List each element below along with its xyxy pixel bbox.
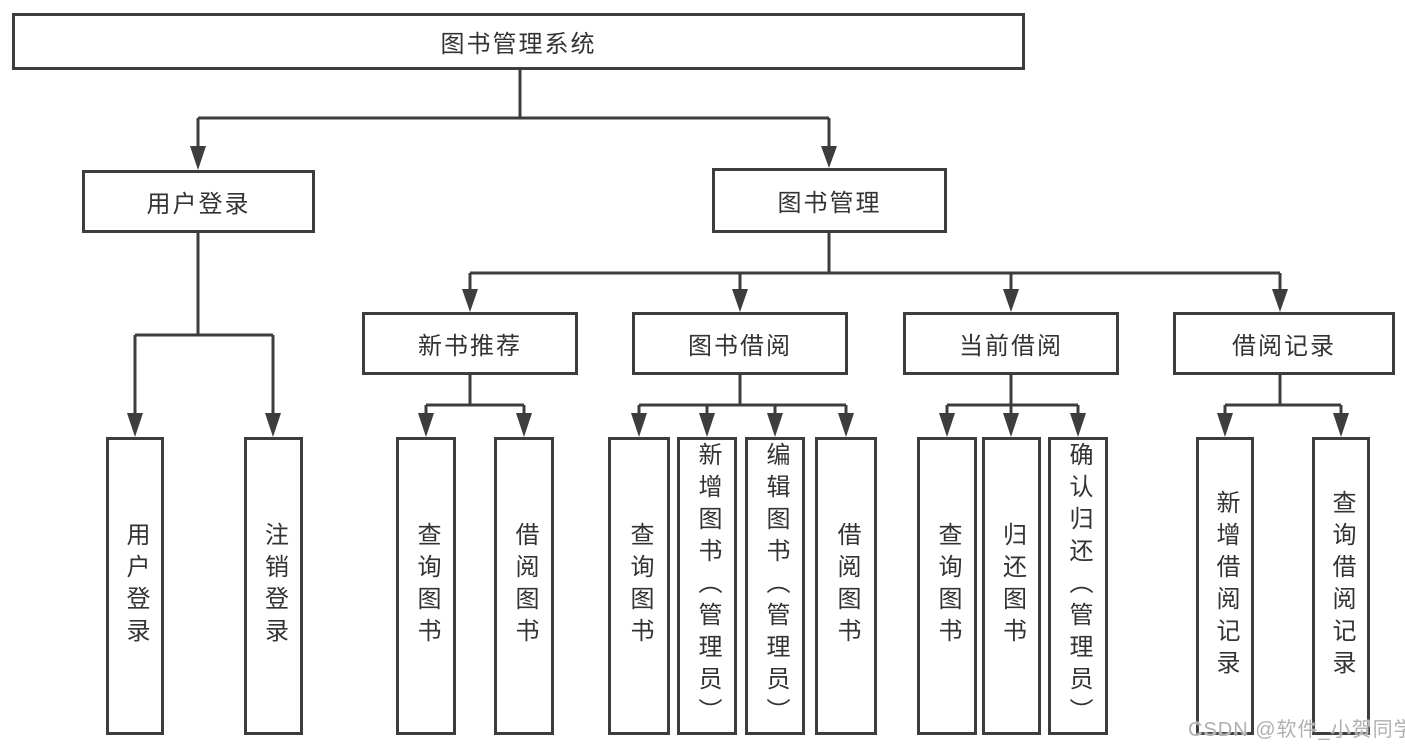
arrowhead (1272, 289, 1288, 312)
arrowhead (516, 413, 532, 437)
leaf-borrow-books-recommend: 借阅图书 (494, 437, 554, 735)
leaf-label: 编辑图书（管理员） (762, 442, 789, 730)
arrowhead (631, 413, 647, 437)
connector-bookborrow-to-leaves (637, 375, 848, 418)
node-system-root: 图书管理系统 (12, 13, 1025, 70)
leaf-return-books: 归还图书 (982, 437, 1041, 735)
arrowhead (939, 413, 955, 437)
csdn-watermark: CSDN @软件_小贺同学 (1188, 719, 1405, 741)
leaf-label: 确认归还（管理员） (1065, 442, 1092, 730)
connector-paths (133, 70, 1343, 418)
arrowhead (190, 146, 206, 170)
node-book-management: 图书管理 (712, 168, 947, 233)
leaf-edit-books-admin: 编辑图书（管理员） (745, 437, 805, 735)
node-current-borrow: 当前借阅 (903, 312, 1119, 375)
leaf-borrow-books: 借阅图书 (815, 437, 877, 735)
leaf-label: 查询图书 (626, 522, 653, 650)
node-label: 图书管理 (777, 190, 882, 217)
arrowhead (821, 146, 837, 168)
leaf-label: 用户登录 (122, 522, 149, 650)
arrowhead (1003, 289, 1019, 312)
connector-mgmt-to-level3 (468, 233, 1282, 293)
arrowhead (462, 289, 478, 312)
arrowhead (1217, 413, 1233, 437)
leaf-user-login: 用户登录 (106, 437, 164, 735)
leaf-label: 借阅图书 (511, 522, 538, 650)
arrowhead (838, 413, 854, 437)
arrowhead (418, 413, 434, 437)
leaf-query-books-current: 查询图书 (917, 437, 977, 735)
arrowheads (127, 146, 1349, 437)
arrowhead (265, 413, 281, 437)
leaf-label: 新增借阅记录 (1212, 490, 1239, 682)
leaf-add-books-admin: 新增图书（管理员） (677, 437, 737, 735)
leaf-confirm-return-admin: 确认归还（管理员） (1048, 437, 1108, 735)
node-label: 当前借阅 (959, 333, 1063, 360)
connector-records-to-leaves (1223, 375, 1343, 418)
arrowhead (767, 413, 783, 437)
node-user-login: 用户登录 (82, 170, 315, 233)
leaf-query-books-recommend: 查询图书 (396, 437, 456, 735)
node-label: 借阅记录 (1232, 333, 1336, 360)
arrowhead (1003, 413, 1019, 437)
arrowhead (732, 289, 748, 312)
leaf-label: 查询借阅记录 (1328, 490, 1355, 682)
leaf-label: 归还图书 (998, 522, 1026, 650)
leaf-label: 新增图书（管理员） (694, 442, 721, 730)
arrowhead (1333, 413, 1349, 437)
connector-newbooks-to-leaves (424, 375, 526, 418)
connector-root-to-level2 (196, 70, 831, 150)
leaf-label: 查询图书 (934, 522, 961, 650)
arrowhead (1070, 413, 1086, 437)
node-label: 用户登录 (146, 191, 251, 218)
leaf-label: 注销登录 (260, 522, 288, 650)
connector-currentborrow-to-leaves (945, 375, 1080, 418)
node-label: 图书借阅 (688, 333, 792, 360)
arrowhead (127, 413, 143, 437)
arrowhead (699, 413, 715, 437)
node-borrow-records: 借阅记录 (1173, 312, 1395, 375)
leaf-query-borrow-record: 查询借阅记录 (1312, 437, 1370, 735)
node-new-book-recommend: 新书推荐 (362, 312, 578, 375)
leaf-label: 借阅图书 (833, 522, 860, 650)
leaf-logout: 注销登录 (244, 437, 303, 735)
node-label: 图书管理系统 (440, 31, 597, 58)
connector-login-to-leaves (133, 233, 275, 418)
leaf-query-books-borrow: 查询图书 (608, 437, 670, 735)
node-label: 新书推荐 (418, 333, 522, 360)
node-book-borrow: 图书借阅 (632, 312, 848, 375)
leaf-label: 查询图书 (413, 522, 440, 650)
leaf-add-borrow-record: 新增借阅记录 (1196, 437, 1254, 735)
